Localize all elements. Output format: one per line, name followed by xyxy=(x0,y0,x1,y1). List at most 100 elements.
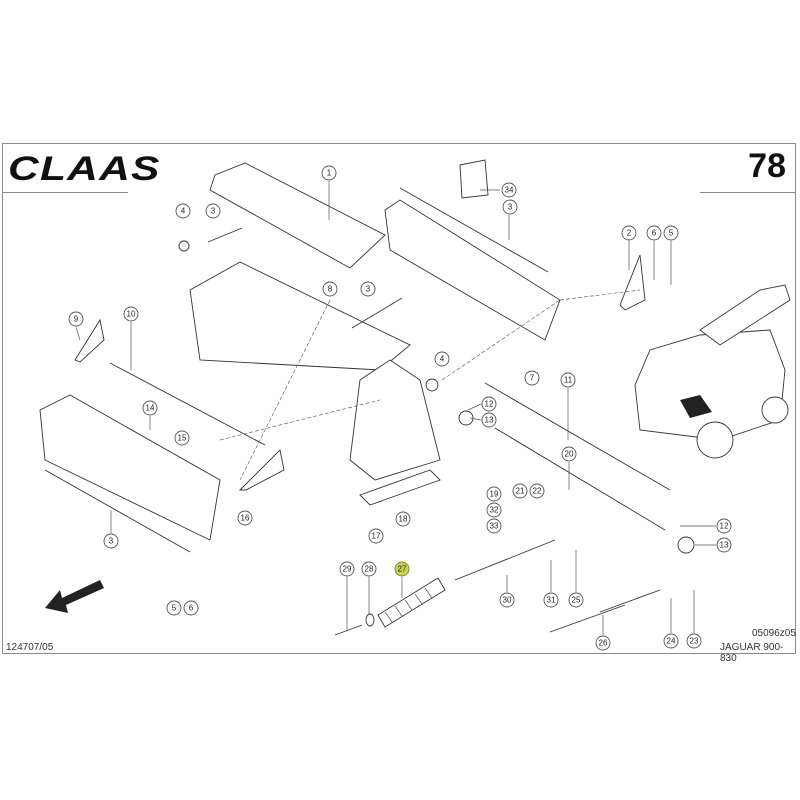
svg-text:6: 6 xyxy=(189,604,194,613)
svg-text:7: 7 xyxy=(530,374,535,383)
callout[interactable]: 25 xyxy=(568,592,584,608)
svg-text:6: 6 xyxy=(652,229,657,238)
spring-part xyxy=(377,577,446,628)
callout[interactable]: 13 xyxy=(481,412,497,428)
svg-text:32: 32 xyxy=(490,506,499,515)
svg-text:1: 1 xyxy=(327,169,332,178)
frame-side xyxy=(349,359,441,481)
svg-text:12: 12 xyxy=(720,522,729,531)
callout[interactable]: 2 xyxy=(621,225,637,241)
direction-arrow-icon xyxy=(45,580,104,613)
svg-text:29: 29 xyxy=(343,565,352,574)
callout[interactable]: 22 xyxy=(529,483,545,499)
roller-part xyxy=(39,394,221,541)
callout[interactable]: 6 xyxy=(183,600,199,616)
svg-text:19: 19 xyxy=(490,490,499,499)
callout[interactable]: 19 xyxy=(486,486,502,502)
roller-part xyxy=(384,199,561,341)
svg-text:3: 3 xyxy=(366,285,371,294)
cover-part xyxy=(209,162,386,269)
callout[interactable]: 17 xyxy=(368,528,384,544)
svg-text:17: 17 xyxy=(372,532,381,541)
svg-text:33: 33 xyxy=(490,522,499,531)
svg-text:9: 9 xyxy=(74,315,79,324)
callout[interactable]: 5 xyxy=(166,600,182,616)
svg-text:12: 12 xyxy=(485,400,494,409)
svg-text:13: 13 xyxy=(720,541,729,550)
callout-highlighted[interactable]: 27 xyxy=(394,561,410,577)
svg-text:25: 25 xyxy=(572,596,581,605)
svg-text:5: 5 xyxy=(669,229,674,238)
svg-text:24: 24 xyxy=(667,637,676,646)
callout[interactable]: 32 xyxy=(486,502,502,518)
callout[interactable]: 29 xyxy=(339,561,355,577)
callout[interactable]: 1 xyxy=(321,165,337,181)
svg-text:23: 23 xyxy=(690,637,699,646)
svg-text:5: 5 xyxy=(172,604,177,613)
page-number: 78 xyxy=(748,147,786,185)
callout[interactable]: 7 xyxy=(524,370,540,386)
callout[interactable]: 3 xyxy=(205,203,221,219)
svg-text:4: 4 xyxy=(181,207,186,216)
svg-text:13: 13 xyxy=(485,416,494,425)
svg-text:30: 30 xyxy=(503,596,512,605)
callout[interactable]: 4 xyxy=(434,351,450,367)
callout[interactable]: 12 xyxy=(481,396,497,412)
svg-text:28: 28 xyxy=(365,565,374,574)
callout[interactable]: 15 xyxy=(174,430,190,446)
svg-text:3: 3 xyxy=(211,207,216,216)
svg-text:3: 3 xyxy=(109,537,114,546)
svg-text:4: 4 xyxy=(440,355,445,364)
callout[interactable]: 24 xyxy=(663,633,679,649)
callout[interactable]: 21 xyxy=(512,483,528,499)
svg-text:34: 34 xyxy=(505,186,514,195)
svg-text:27: 27 xyxy=(398,565,407,574)
callout[interactable]: 5 xyxy=(663,225,679,241)
frame-part xyxy=(189,261,411,371)
svg-text:15: 15 xyxy=(178,434,187,443)
svg-text:20: 20 xyxy=(565,450,574,459)
claas-logo: CLAAS xyxy=(8,150,161,188)
svg-text:31: 31 xyxy=(547,596,556,605)
svg-text:2: 2 xyxy=(627,229,632,238)
callout[interactable]: 4 xyxy=(175,203,191,219)
machine-thumbnail xyxy=(634,284,791,459)
svg-text:10: 10 xyxy=(127,310,136,319)
svg-text:3: 3 xyxy=(508,203,513,212)
callout[interactable]: 3 xyxy=(360,281,376,297)
callout[interactable]: 23 xyxy=(686,633,702,649)
divider xyxy=(700,192,796,193)
svg-text:26: 26 xyxy=(599,639,608,648)
svg-text:18: 18 xyxy=(399,515,408,524)
figure-code: 05096z05 xyxy=(752,628,796,639)
callout[interactable]: 26 xyxy=(595,635,611,651)
svg-text:21: 21 xyxy=(516,487,525,496)
callout[interactable]: 10 xyxy=(123,306,139,322)
callout[interactable]: 20 xyxy=(561,446,577,462)
callout[interactable]: 9 xyxy=(68,311,84,327)
callout[interactable]: 18 xyxy=(395,511,411,527)
callout[interactable]: 13 xyxy=(716,537,732,553)
divider xyxy=(2,192,128,193)
svg-text:8: 8 xyxy=(328,285,333,294)
callout[interactable]: 30 xyxy=(499,592,515,608)
callout[interactable]: 8 xyxy=(322,281,338,297)
callout[interactable]: 3 xyxy=(502,199,518,215)
drawing-code: 124707/05 xyxy=(6,642,54,653)
callout-group: 1 34 3 4 3 2 6 5 8 3 9 10 4 7 11 12 13 1… xyxy=(68,165,732,651)
callout[interactable]: 3 xyxy=(103,533,119,549)
callout[interactable]: 12 xyxy=(716,518,732,534)
callout[interactable]: 11 xyxy=(560,372,576,388)
model-label: JAGUAR 900-830 xyxy=(720,642,784,664)
callout[interactable]: 33 xyxy=(486,518,502,534)
diagram-frame xyxy=(2,143,796,654)
callout[interactable]: 34 xyxy=(501,182,517,198)
callout[interactable]: 16 xyxy=(237,510,253,526)
callout[interactable]: 31 xyxy=(543,592,559,608)
svg-text:22: 22 xyxy=(533,487,542,496)
svg-text:14: 14 xyxy=(146,404,155,413)
callout[interactable]: 6 xyxy=(646,225,662,241)
callout[interactable]: 14 xyxy=(142,400,158,416)
callout[interactable]: 28 xyxy=(361,561,377,577)
